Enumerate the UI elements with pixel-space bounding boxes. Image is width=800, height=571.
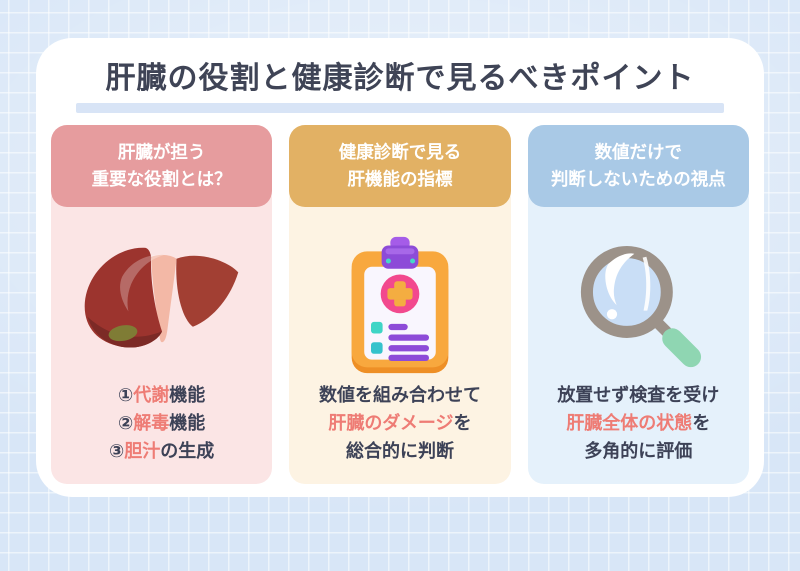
header-line: 重要な役割とは？ — [91, 169, 232, 189]
item-rest: の生成 — [160, 441, 215, 462]
header-line: 数値だけで — [594, 141, 683, 162]
clipboard-illustration — [295, 217, 504, 382]
header-line: 肝機能の指標 — [347, 169, 453, 189]
text-line: 数値を組み合わせて — [318, 385, 481, 406]
magnifier-icon — [581, 245, 702, 367]
header-line: 判断しないための視点 — [550, 169, 726, 189]
infographic-card: 肝臓の役割と健康診断で見るべきポイント ①代謝機能 ②解 — [36, 38, 764, 497]
column-body-judgement-perspective: 放置せず検査を受け 肝臓全体の状態を 多角的に評価 — [527, 183, 749, 484]
text-line: 多角的に評価 — [584, 441, 693, 462]
clipboard-icon — [351, 236, 449, 374]
column-judgement-perspective: 放置せず検査を受け 肝臓全体の状態を 多角的に評価 数値だけで 判断しないための… — [527, 125, 749, 484]
column-header-checkup-indicators: 健康診断で見る 肝機能の指標 — [289, 125, 511, 207]
text-line: 総合的に判断 — [345, 441, 454, 462]
item-keyword: 解毒 — [133, 413, 170, 434]
text-keyword: 肝臓のダメージ — [328, 413, 454, 434]
column-header-liver-roles: 肝臓が担う 重要な役割とは？ — [51, 125, 273, 207]
liver-icon — [84, 247, 238, 348]
item-number: ② — [118, 413, 134, 434]
list-item: ①代謝機能 — [109, 382, 214, 410]
column-checkup-indicators: 数値を組み合わせて 肝臓のダメージを 総合的に判断 健康診断で見る 肝機能の指標 — [289, 125, 511, 484]
list-item: ③胆汁の生成 — [109, 438, 214, 466]
item-rest: 機能 — [169, 413, 206, 434]
item-number: ① — [118, 385, 134, 406]
liver-illustration — [57, 217, 266, 382]
judgement-perspective-text: 放置せず検査を受け 肝臓全体の状態を 多角的に評価 — [557, 382, 719, 466]
column-header-judgement-perspective: 数値だけで 判断しないための視点 — [527, 125, 749, 207]
header-line: 健康診断で見る — [338, 141, 462, 162]
title-underline — [76, 103, 724, 113]
checkup-indicators-text: 数値を組み合わせて 肝臓のダメージを 総合的に判断 — [319, 382, 481, 466]
text-line: 肝臓のダメージを — [319, 410, 481, 438]
text-particle: を — [692, 413, 711, 434]
item-number: ③ — [109, 441, 125, 462]
text-line: 放置せず検査を受け — [557, 385, 720, 406]
columns-container: ①代謝機能 ②解毒機能 ③胆汁の生成 肝臓が担う 重要な役割とは？ — [36, 113, 764, 484]
liver-roles-list: ①代謝機能 ②解毒機能 ③胆汁の生成 — [109, 382, 214, 466]
text-particle: を — [453, 413, 472, 434]
column-body-checkup-indicators: 数値を組み合わせて 肝臓のダメージを 総合的に判断 — [289, 183, 511, 484]
item-rest: 機能 — [169, 385, 206, 406]
header-line: 肝臓が担う — [117, 141, 206, 162]
column-liver-roles: ①代謝機能 ②解毒機能 ③胆汁の生成 肝臓が担う 重要な役割とは？ — [51, 125, 273, 484]
text-keyword: 肝臓全体の状態 — [566, 413, 693, 434]
text-line: 肝臓全体の状態を — [557, 410, 719, 438]
page-title: 肝臓の役割と健康診断で見るべきポイント — [105, 62, 695, 95]
item-keyword: 胆汁 — [124, 441, 161, 462]
magnifier-illustration — [534, 217, 743, 382]
column-body-liver-roles: ①代謝機能 ②解毒機能 ③胆汁の生成 — [51, 183, 273, 484]
list-item: ②解毒機能 — [109, 410, 214, 438]
item-keyword: 代謝 — [133, 385, 170, 406]
